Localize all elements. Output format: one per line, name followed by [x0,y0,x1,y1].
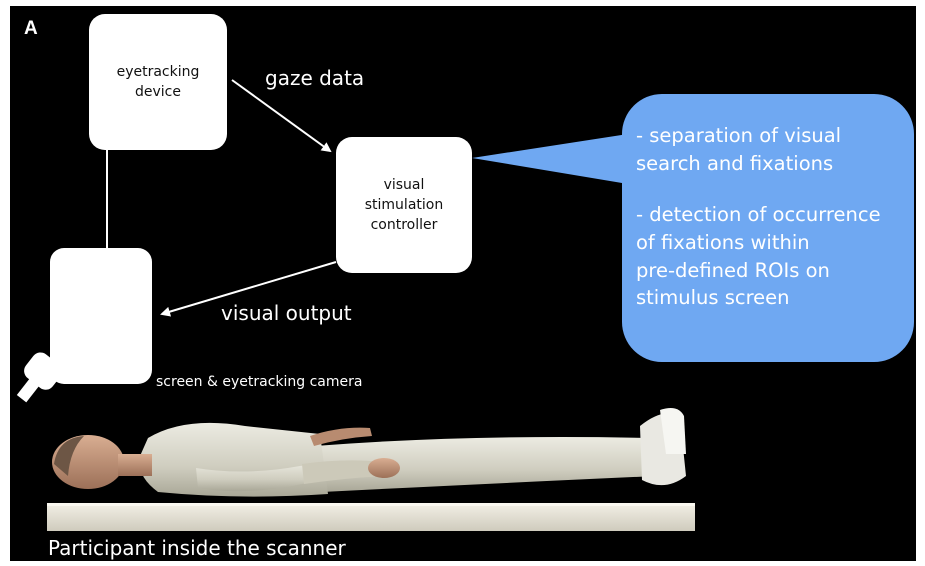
scanner-caption: Participant inside the scanner [48,536,346,560]
callout-point1-line1: - separation of visual [636,124,842,147]
controller-label-line1: visual [383,176,425,193]
participant-figure [52,408,686,497]
gaze-data-arrow [231,79,332,153]
gaze-data-label: gaze data [265,66,365,90]
eyetracking-device-box: eyetracking device [89,14,227,150]
controller-label-line3: controller [370,217,438,234]
visual-output-arrow [160,261,337,317]
callout-point2-line3: pre-defined ROIs on [636,258,830,282]
callout-point1-line2: search and fixations [636,151,834,175]
eyetracking-device-label-line1: eyetracking [116,63,200,80]
controller-label-line2: stimulation [364,196,444,213]
eyetracking-device-label-line2: device [134,84,181,100]
visual-output-label: visual output [221,301,352,325]
callout-point2-line1: - detection of occurrence [636,203,881,227]
visual-stimulation-controller-box: visual stimulation controller [336,137,472,273]
stimulus-screen-box [50,248,152,384]
panel-label: A [24,18,38,39]
figure-panel: A eyetracking device visual stimulation … [10,6,916,561]
screen-camera-caption: screen & eyetracking camera [156,374,363,390]
callout-bubble [472,94,914,362]
callout-text: - separation of visual search and fixati… [636,122,908,312]
callout-point2-line4: stimulus screen [636,286,790,310]
callout-point2-line2: of fixations within [636,231,810,255]
scanner-table [47,503,695,531]
